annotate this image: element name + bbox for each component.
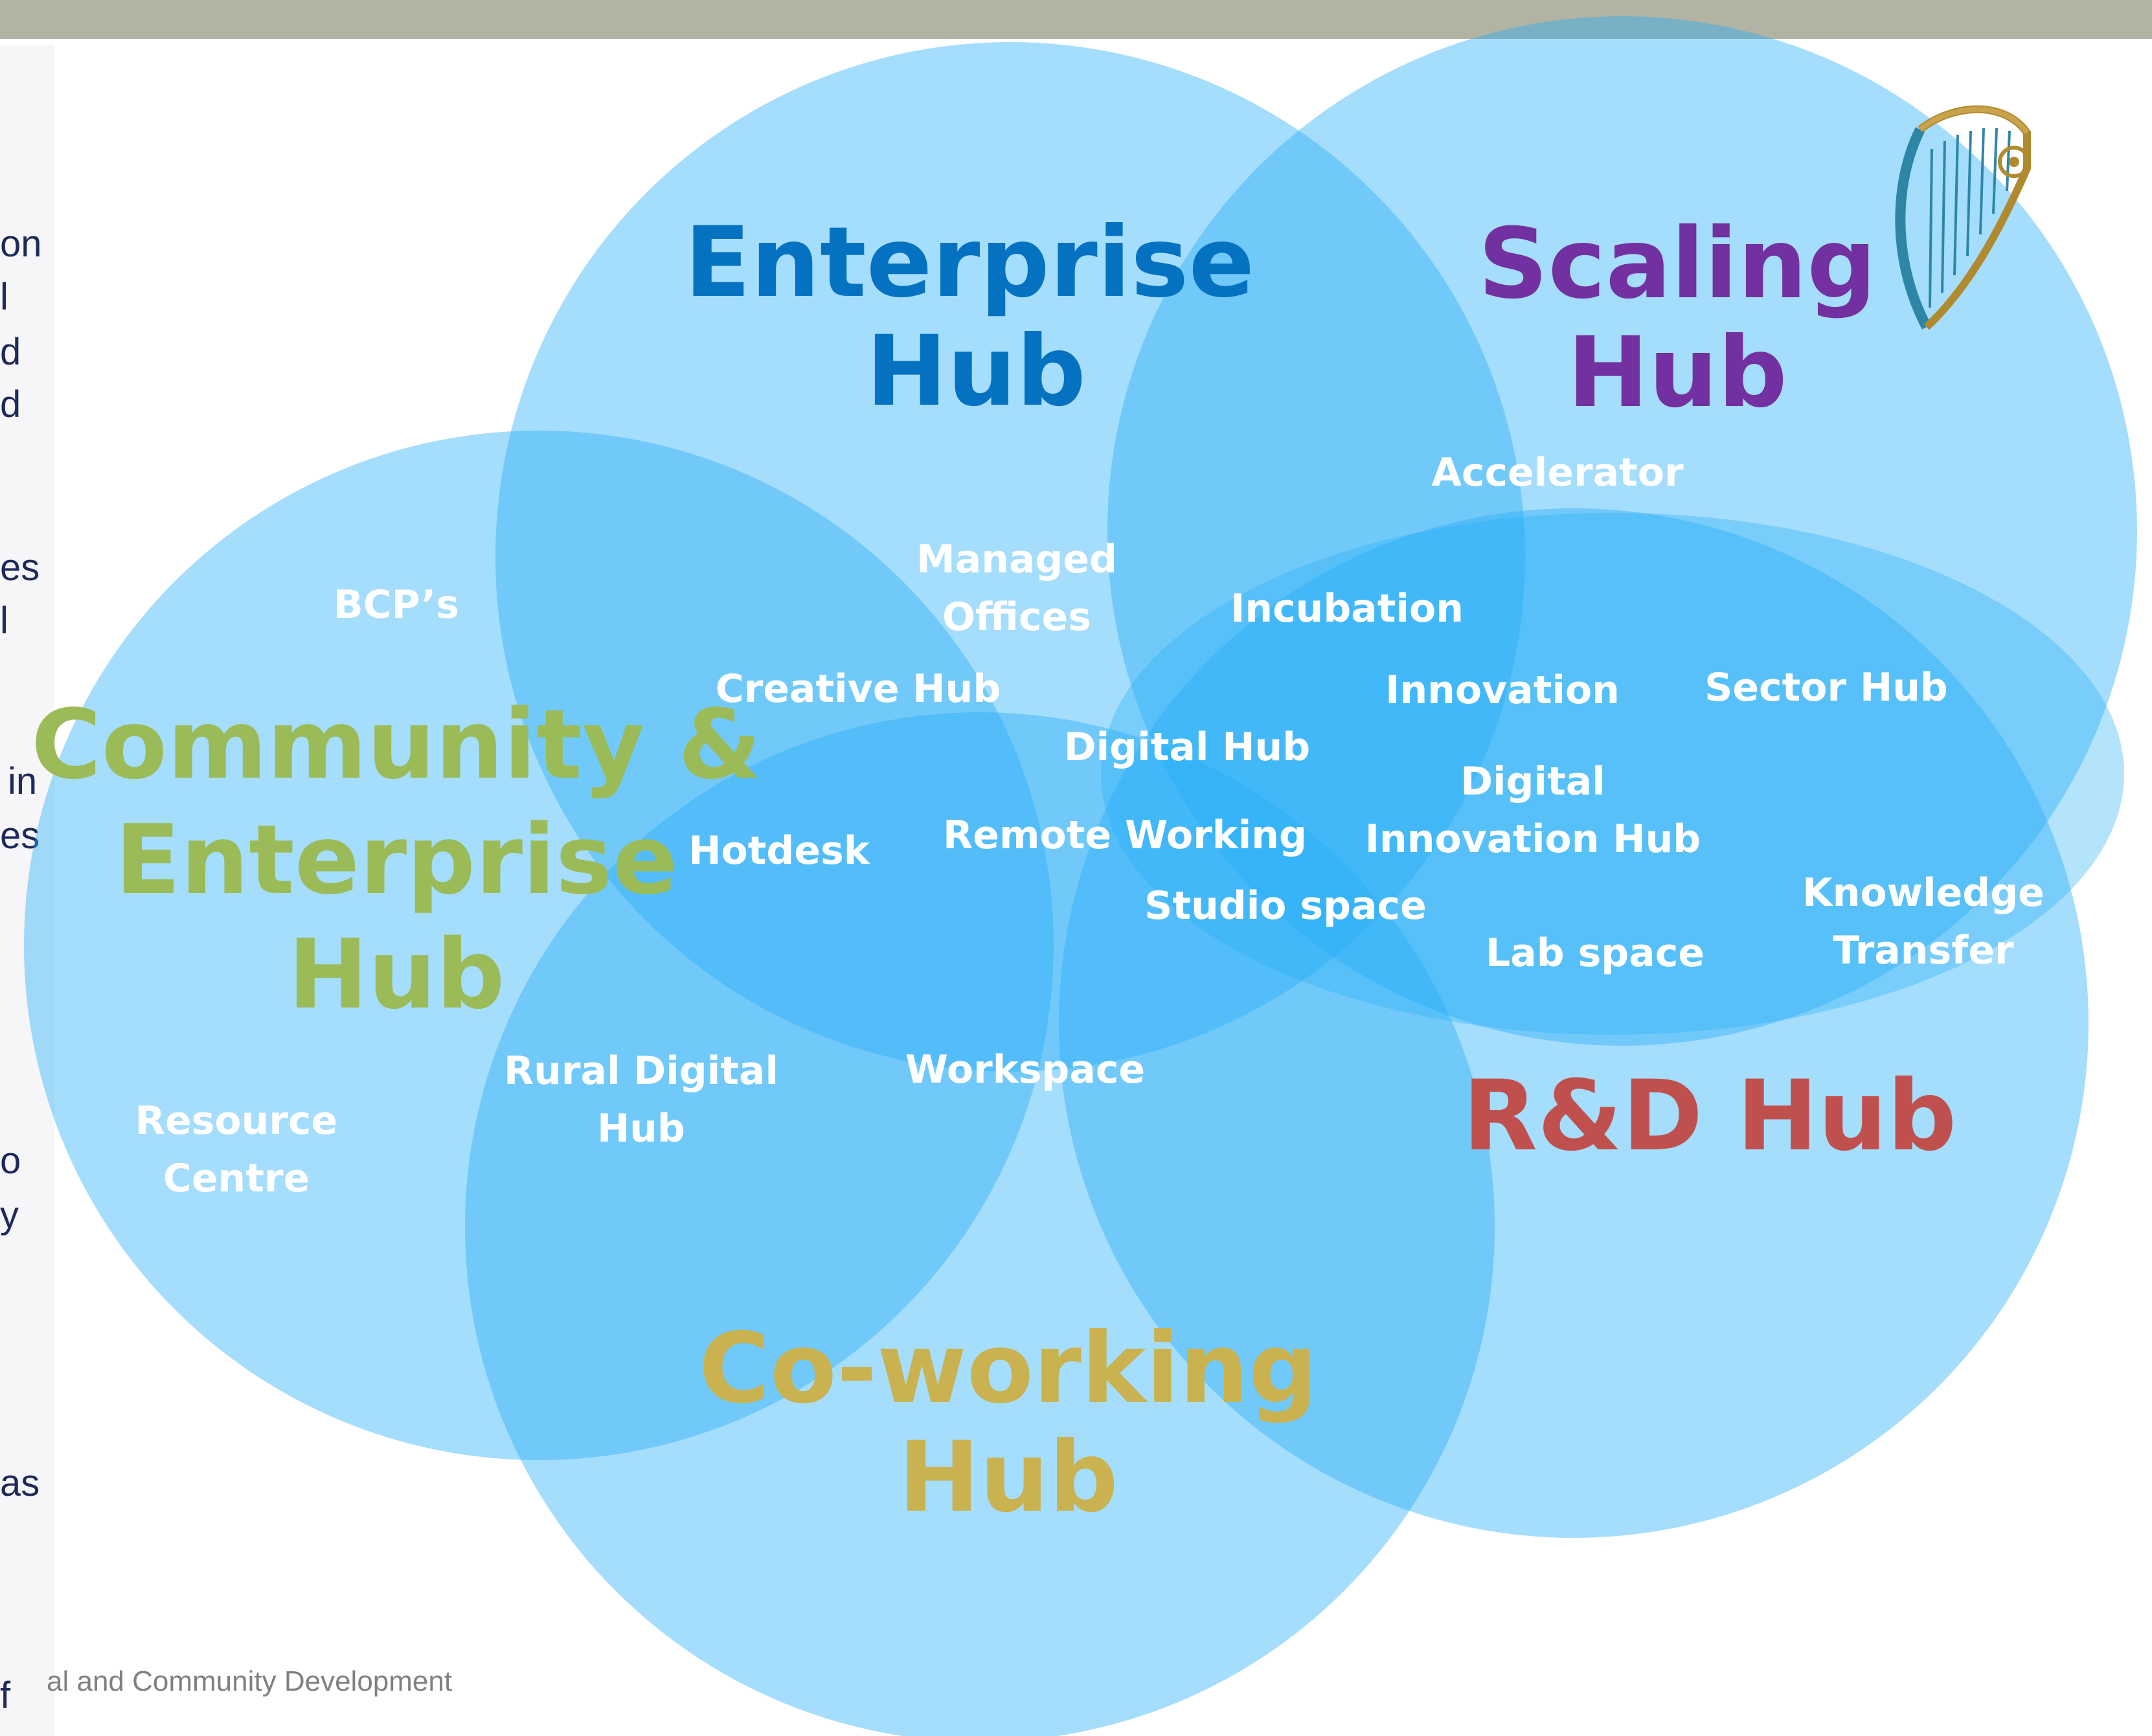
creative-hub-label-text: Creative Hub	[715, 666, 1001, 712]
left-text-panel	[0, 45, 54, 1736]
hotdesk-label: Hotdesk	[688, 824, 869, 878]
rd-circle	[1059, 508, 2089, 1538]
managed-offices-line: Managed	[916, 537, 1117, 582]
resource-centre-line: Resource	[135, 1098, 338, 1144]
left-text-fragment: y	[0, 1194, 19, 1236]
enterprise-circle	[495, 42, 1525, 1072]
accelerator-label: Accelerator	[1431, 445, 1683, 500]
left-text-fragment: es	[0, 815, 40, 857]
rd-hub-title: R&D Hub	[1463, 1062, 1957, 1171]
community-hub-title-line: Community &	[31, 689, 762, 800]
resource-centre-label: Resource Centre	[135, 1092, 337, 1208]
enterprise-hub-title-line: Enterprise	[684, 207, 1255, 319]
incubation-label: Incubation	[1230, 581, 1464, 636]
footer-text: al and Community Development	[47, 1665, 453, 1697]
knowledge-transfer-label: Knowledge Transfer	[1802, 864, 2044, 980]
digital-hub-label: Digital Hub	[1064, 720, 1310, 774]
lab-space-label-text: Lab space	[1486, 930, 1705, 976]
harp-icon	[1895, 105, 2031, 330]
coworking-hub-title-line: Hub	[898, 1421, 1118, 1534]
rural-digital-hub-label: Rural Digital Hub	[504, 1043, 778, 1158]
studio-space-label-text: Studio space	[1144, 883, 1427, 929]
rural-digital-hub-line: Rural Digital	[503, 1048, 779, 1094]
coworking-hub-title: Co-working Hub	[699, 1314, 1318, 1532]
workspace-label-text: Workspace	[905, 1047, 1146, 1092]
accelerator-label-text: Accelerator	[1431, 450, 1684, 495]
studio-space-label: Studio space	[1144, 879, 1427, 933]
header-band	[0, 0, 2152, 39]
bcps-label: BCP’s	[334, 578, 459, 632]
innovation-label-text: Innovation	[1385, 668, 1620, 713]
left-text-fragment: l	[0, 600, 8, 642]
sector-hub-label: Sector Hub	[1705, 660, 1948, 715]
innovation-ellipse	[1101, 513, 2124, 1035]
remote-working-label: Remote Working	[943, 808, 1307, 862]
left-text-fragment: in	[8, 760, 38, 802]
innovation-label: Innovation	[1385, 663, 1620, 717]
left-text-fragment: es	[0, 547, 40, 589]
left-text-fragment: as	[0, 1462, 40, 1504]
community-hub-title-line: Enterprise	[115, 804, 678, 916]
rd-hub-title-line: R&D Hub	[1462, 1060, 1957, 1173]
incubation-label-text: Incubation	[1230, 586, 1464, 631]
left-text-fragment: on	[0, 223, 42, 265]
hotdesk-label-text: Hotdesk	[688, 828, 870, 874]
scaling-hub-title-line: Scaling	[1478, 208, 1877, 321]
left-text-fragment: l	[0, 276, 8, 318]
left-text-fragment: d	[0, 331, 21, 373]
bcps-label-text: BCP’s	[334, 582, 459, 627]
community-enterprise-hub-title: Community & Enterprise Hub	[31, 688, 762, 1033]
coworking-circle	[465, 712, 1495, 1736]
digital-innovation-hub-line: Digital	[1460, 759, 1605, 804]
managed-offices-label: Managed Offices	[916, 531, 1117, 646]
workspace-label: Workspace	[905, 1043, 1145, 1097]
knowledge-transfer-line: Transfer	[1833, 927, 2014, 973]
knowledge-transfer-line: Knowledge	[1802, 870, 2044, 916]
left-text-fragment: d	[0, 383, 21, 425]
enterprise-hub-title-line: Hub	[866, 315, 1086, 428]
left-text-fragment: f	[0, 1674, 11, 1717]
creative-hub-label: Creative Hub	[716, 662, 1001, 716]
remote-working-label-text: Remote Working	[943, 813, 1307, 858]
community-enterprise-circle	[24, 431, 1054, 1460]
scaling-circle	[1107, 16, 2137, 1046]
enterprise-hub-title: Enterprise Hub	[685, 209, 1254, 426]
scaling-hub-title: Scaling Hub	[1478, 210, 1876, 427]
resource-centre-line: Centre	[163, 1155, 310, 1201]
lab-space-label: Lab space	[1486, 926, 1705, 980]
coworking-hub-title-line: Co-working	[698, 1313, 1319, 1425]
sector-hub-label-text: Sector Hub	[1705, 665, 1948, 710]
rural-digital-hub-line: Hub	[597, 1105, 685, 1151]
left-text-fragment: o	[0, 1140, 21, 1182]
digital-innovation-hub-line: Innovation Hub	[1365, 816, 1701, 862]
digital-innovation-hub-label: Digital Innovation Hub	[1365, 753, 1701, 868]
managed-offices-line: Offices	[942, 594, 1091, 640]
community-hub-title-line: Hub	[288, 919, 505, 1031]
scaling-hub-title-line: Hub	[1567, 317, 1787, 429]
digital-hub-label-text: Digital Hub	[1063, 725, 1311, 770]
